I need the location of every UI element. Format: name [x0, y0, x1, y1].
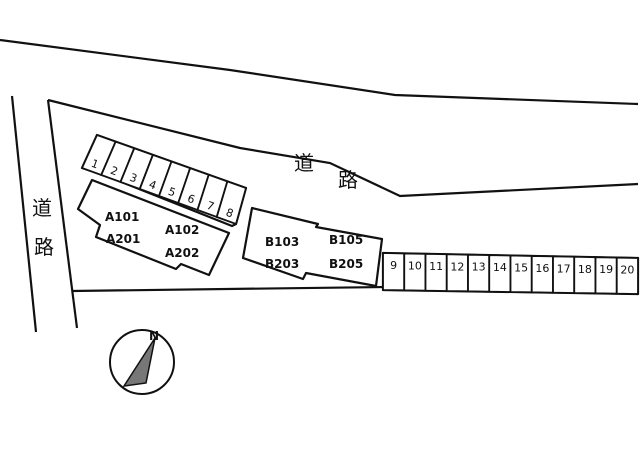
- road-top-lower-edge: [47, 98, 639, 198]
- parking-space-label-18: 18: [578, 263, 592, 276]
- building-b: [241, 206, 384, 288]
- road-left-edge-outer: [10, 95, 38, 333]
- unit-label-b205: B205: [329, 257, 363, 271]
- compass-north-letter: N: [149, 329, 159, 343]
- unit-label-b203: B203: [265, 257, 299, 271]
- parking-space-label-17: 17: [557, 262, 571, 275]
- parking-space-label-1: 1: [89, 157, 100, 172]
- parking-space-label-10: 10: [408, 259, 422, 272]
- parking-space-label-20: 20: [620, 264, 634, 277]
- unit-label-a101: A101: [105, 210, 139, 224]
- parking-space-label-15: 15: [514, 262, 528, 275]
- unit-label-a102: A102: [165, 223, 199, 237]
- parking-space-label-19: 19: [599, 263, 613, 276]
- parking-space-label-16: 16: [535, 262, 549, 275]
- unit-label-b105: B105: [329, 233, 363, 247]
- parking-space-label-11: 11: [429, 260, 443, 273]
- building-a: [76, 178, 231, 277]
- road-left-edge-inner: [46, 99, 79, 329]
- parking-space-8: [215, 180, 248, 226]
- parking-space-20: [615, 256, 639, 295]
- road-label-top-2: 路: [338, 168, 358, 192]
- parking-space-label-4: 4: [147, 178, 158, 193]
- road-label-left-1: 道: [32, 196, 52, 220]
- north-compass: N: [109, 329, 175, 395]
- parking-space-label-6: 6: [186, 192, 197, 207]
- unit-label-a202: A202: [165, 246, 199, 260]
- parking-space-label-5: 5: [166, 185, 177, 200]
- road-top-upper-edge: [0, 38, 639, 106]
- parking-space-label-12: 12: [450, 260, 464, 273]
- parking-space-label-13: 13: [472, 261, 486, 274]
- parking-space-label-14: 14: [493, 261, 507, 274]
- road-label-left-2: 路: [34, 235, 54, 259]
- compass-needle: [122, 337, 156, 387]
- parking-space-label-3: 3: [128, 171, 139, 186]
- parking-space-label-9: 9: [390, 259, 397, 272]
- parking-row-right: 9 10 11 12 13 14 15 16 17 18 19 20: [381, 251, 640, 296]
- parking-space-label-8: 8: [224, 206, 235, 221]
- road-label-top-1: 道: [294, 151, 314, 175]
- parking-space-label-2: 2: [109, 164, 120, 179]
- unit-label-a201: A201: [106, 232, 140, 246]
- unit-label-b103: B103: [265, 235, 299, 249]
- parking-space-label-7: 7: [205, 199, 216, 214]
